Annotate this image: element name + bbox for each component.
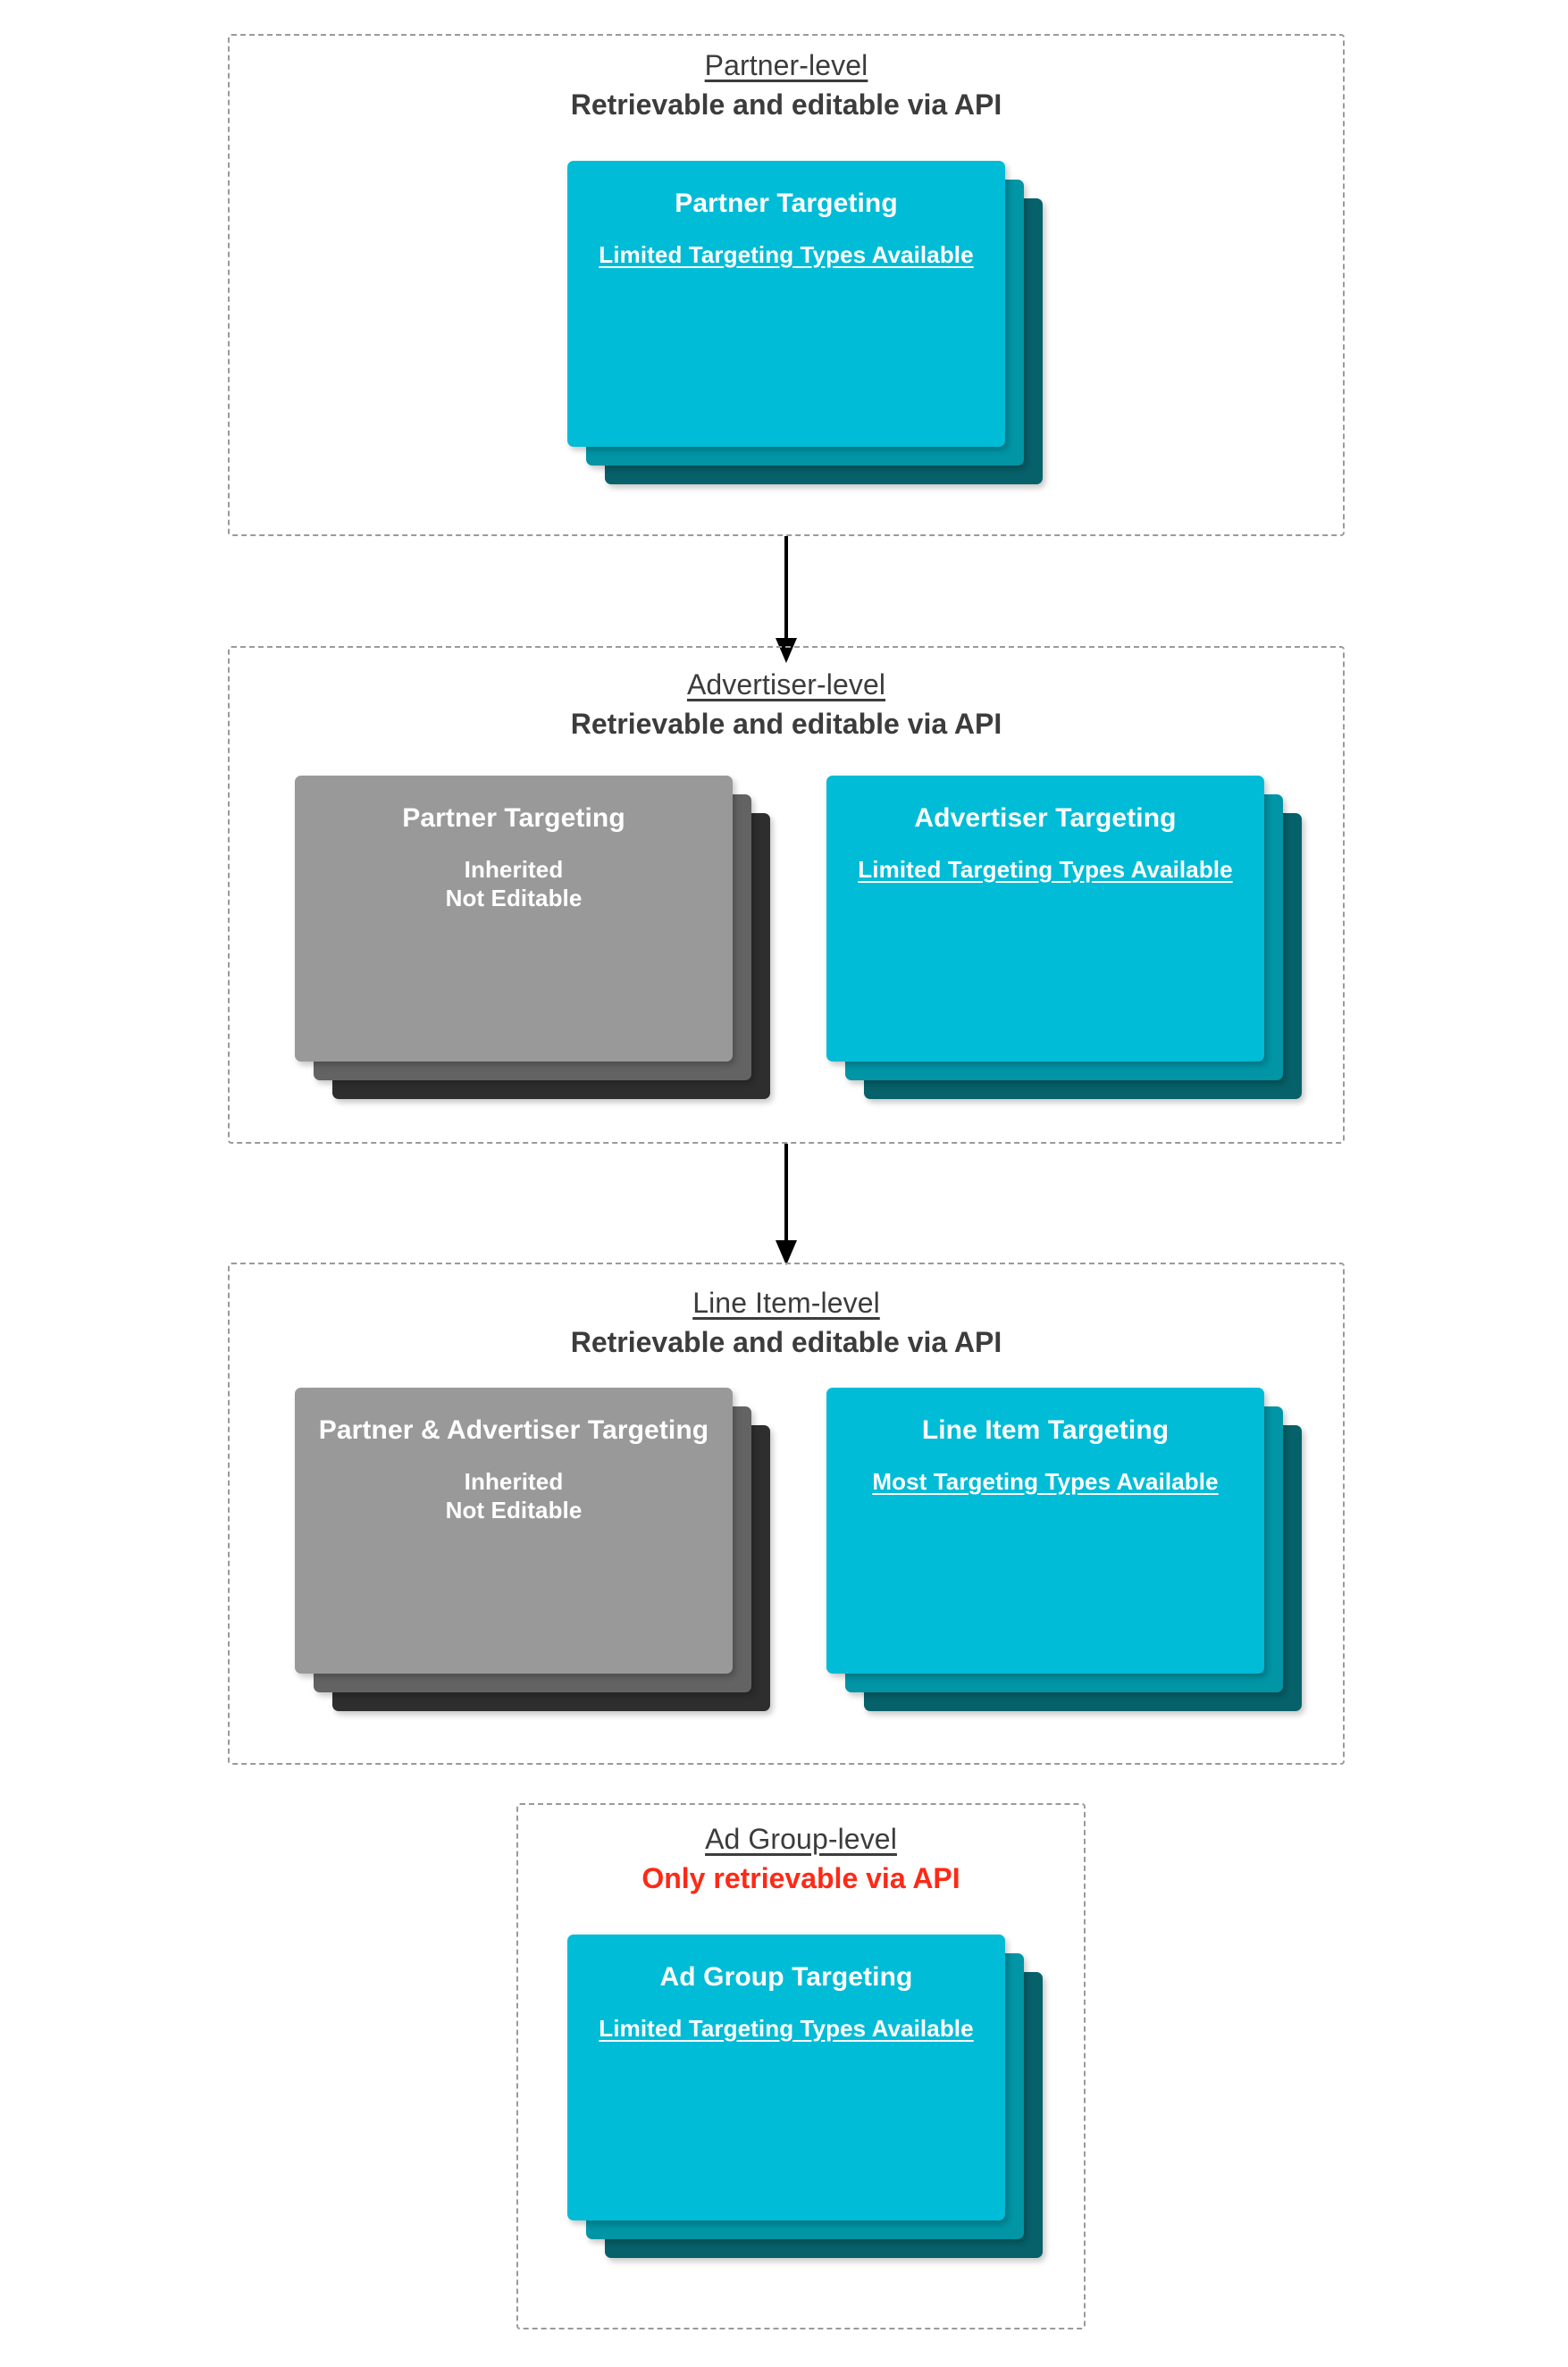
card-subtitle: Limited Targeting Types Available	[858, 855, 1233, 883]
arrow-shaft	[784, 1144, 788, 1240]
card-layer-front	[826, 776, 1264, 1062]
card-stack-ad-group-targeting[interactable]: Ad Group Targeting Limited Targeting Typ…	[567, 1935, 1043, 2258]
card-content-line-item-targeting: Line Item Targeting Most Targeting Types…	[826, 1388, 1264, 1674]
card-subtitle: Limited Targeting Types Available	[599, 240, 974, 268]
card-subtitle: Limited Targeting Types Available	[599, 2014, 974, 2042]
card-title: Partner Targeting	[402, 803, 625, 833]
card-content-partner-targeting: Partner Targeting Limited Targeting Type…	[567, 161, 1005, 447]
card-title: Line Item Targeting	[921, 1415, 1170, 1445]
card-content-inherited-partner-targeting: Partner Targeting Inherited Not Editable	[295, 776, 733, 1062]
card-layer-front	[826, 1388, 1264, 1674]
arrow-shaft	[784, 536, 788, 638]
card-stack-partner-targeting[interactable]: Partner Targeting Limited Targeting Type…	[567, 161, 1043, 484]
arrow-advertiser-to-line-item	[776, 1144, 797, 1265]
card-layer-front	[295, 1388, 733, 1674]
level-box-line-item	[228, 1263, 1345, 1765]
card-stack-line-item-targeting[interactable]: Line Item Targeting Most Targeting Types…	[826, 1388, 1302, 1711]
level-box-partner	[228, 34, 1345, 536]
card-layer-front	[295, 776, 733, 1062]
card-subtitle: Inherited Not Editable	[445, 1467, 583, 1524]
card-content-inherited-partner-advertiser-targeting: Partner & Advertiser Targeting Inherited…	[295, 1388, 733, 1674]
card-content-advertiser-targeting: Advertiser Targeting Limited Targeting T…	[826, 776, 1264, 1062]
card-content-ad-group-targeting: Ad Group Targeting Limited Targeting Typ…	[567, 1935, 1005, 2220]
arrow-partner-to-advertiser	[776, 536, 797, 663]
card-subtitle: Inherited Not Editable	[445, 855, 583, 912]
card-subtitle: Most Targeting Types Available	[872, 1467, 1219, 1495]
arrow-head	[776, 638, 797, 663]
level-box-ad-group	[516, 1803, 1086, 2329]
card-title: Advertiser Targeting	[914, 803, 1177, 833]
card-stack-line-item-inherited[interactable]: Partner & Advertiser Targeting Inherited…	[295, 1388, 770, 1711]
card-title: Ad Group Targeting	[659, 1962, 913, 1992]
card-stack-advertiser-targeting[interactable]: Advertiser Targeting Limited Targeting T…	[826, 776, 1302, 1099]
card-title: Partner & Advertiser Targeting	[318, 1415, 709, 1445]
card-layer-front	[567, 161, 1005, 447]
card-layer-front	[567, 1935, 1005, 2220]
card-stack-advertiser-inherited-partner[interactable]: Partner Targeting Inherited Not Editable	[295, 776, 770, 1099]
level-box-advertiser	[228, 646, 1345, 1144]
card-title: Partner Targeting	[675, 189, 898, 218]
arrow-head	[776, 1240, 797, 1265]
